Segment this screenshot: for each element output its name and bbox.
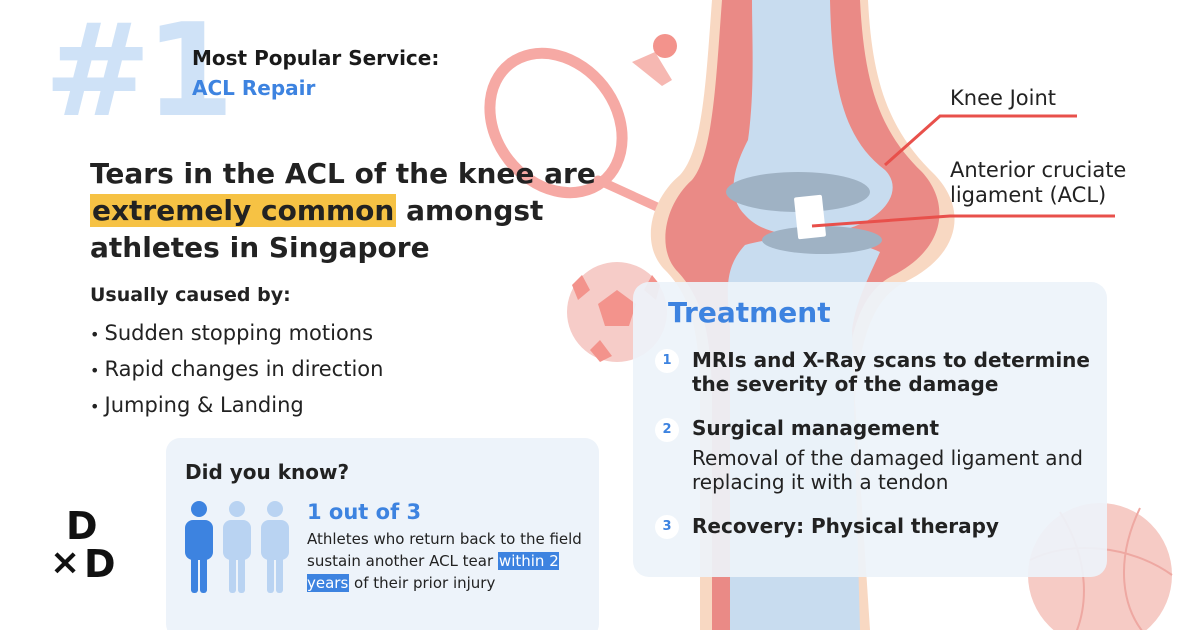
step-description: Removal of the damaged ligament and repl… bbox=[692, 446, 1083, 494]
logo-letter: D bbox=[66, 504, 98, 548]
treatment-card bbox=[633, 282, 1107, 577]
causes-title: Usually caused by: bbox=[90, 284, 291, 306]
step-number: 3 bbox=[655, 515, 679, 539]
headline-text-start: Tears in the ACL of the knee are bbox=[90, 157, 596, 190]
stat-value: 1 out of 3 bbox=[307, 500, 422, 524]
service-name: ACL Repair bbox=[192, 76, 316, 100]
cause-item: Sudden stopping motions bbox=[90, 316, 383, 352]
step-number: 2 bbox=[655, 418, 679, 442]
treatment-title: Treatment bbox=[668, 296, 831, 329]
headline-highlight: extremely common bbox=[90, 194, 397, 227]
knee-joint-leader-line bbox=[884, 114, 1077, 167]
logo-letter: × bbox=[50, 542, 81, 583]
stat-description: Athletes who return back to the field su… bbox=[307, 528, 597, 594]
person-icon bbox=[223, 501, 251, 593]
rank-number: #1 bbox=[44, 0, 234, 146]
step-number: 1 bbox=[655, 349, 679, 373]
acl-label-line: ligament (ACL) bbox=[950, 183, 1107, 207]
headline: Tears in the ACL of the knee are extreme… bbox=[90, 155, 630, 266]
stat-text-end: of their prior injury bbox=[349, 574, 496, 592]
step-title: Surgical management bbox=[692, 416, 940, 440]
cause-item: Rapid changes in direction bbox=[90, 352, 384, 388]
person-icon bbox=[261, 501, 289, 593]
stat-text-start: Athletes who return back to the field su… bbox=[307, 530, 582, 570]
person-icon bbox=[185, 501, 213, 593]
causes-list: Sudden stopping motions Rapid changes in… bbox=[90, 316, 384, 424]
knee-joint-label: Knee Joint bbox=[950, 86, 1057, 110]
step-title: Recovery: Physical therapy bbox=[692, 514, 999, 538]
brand-logo: D × D bbox=[50, 505, 122, 585]
step-title: MRIs and X-Ray scans to determine the se… bbox=[692, 348, 1090, 396]
logo-letter: D bbox=[84, 542, 116, 586]
cause-item: Jumping & Landing bbox=[90, 388, 383, 424]
service-label: Most Popular Service: bbox=[192, 46, 440, 70]
acl-label-line: Anterior cruciate bbox=[950, 158, 1127, 182]
acl-leader-line bbox=[811, 214, 1115, 228]
shuttlecock-icon bbox=[632, 34, 677, 86]
did-you-know-title: Did you know? bbox=[185, 460, 350, 484]
acl-label: Anterior cruciate ligament (ACL) bbox=[950, 158, 1126, 208]
headline-text-end: amongst athletes in Singapore bbox=[90, 194, 544, 264]
people-icons bbox=[185, 501, 289, 593]
